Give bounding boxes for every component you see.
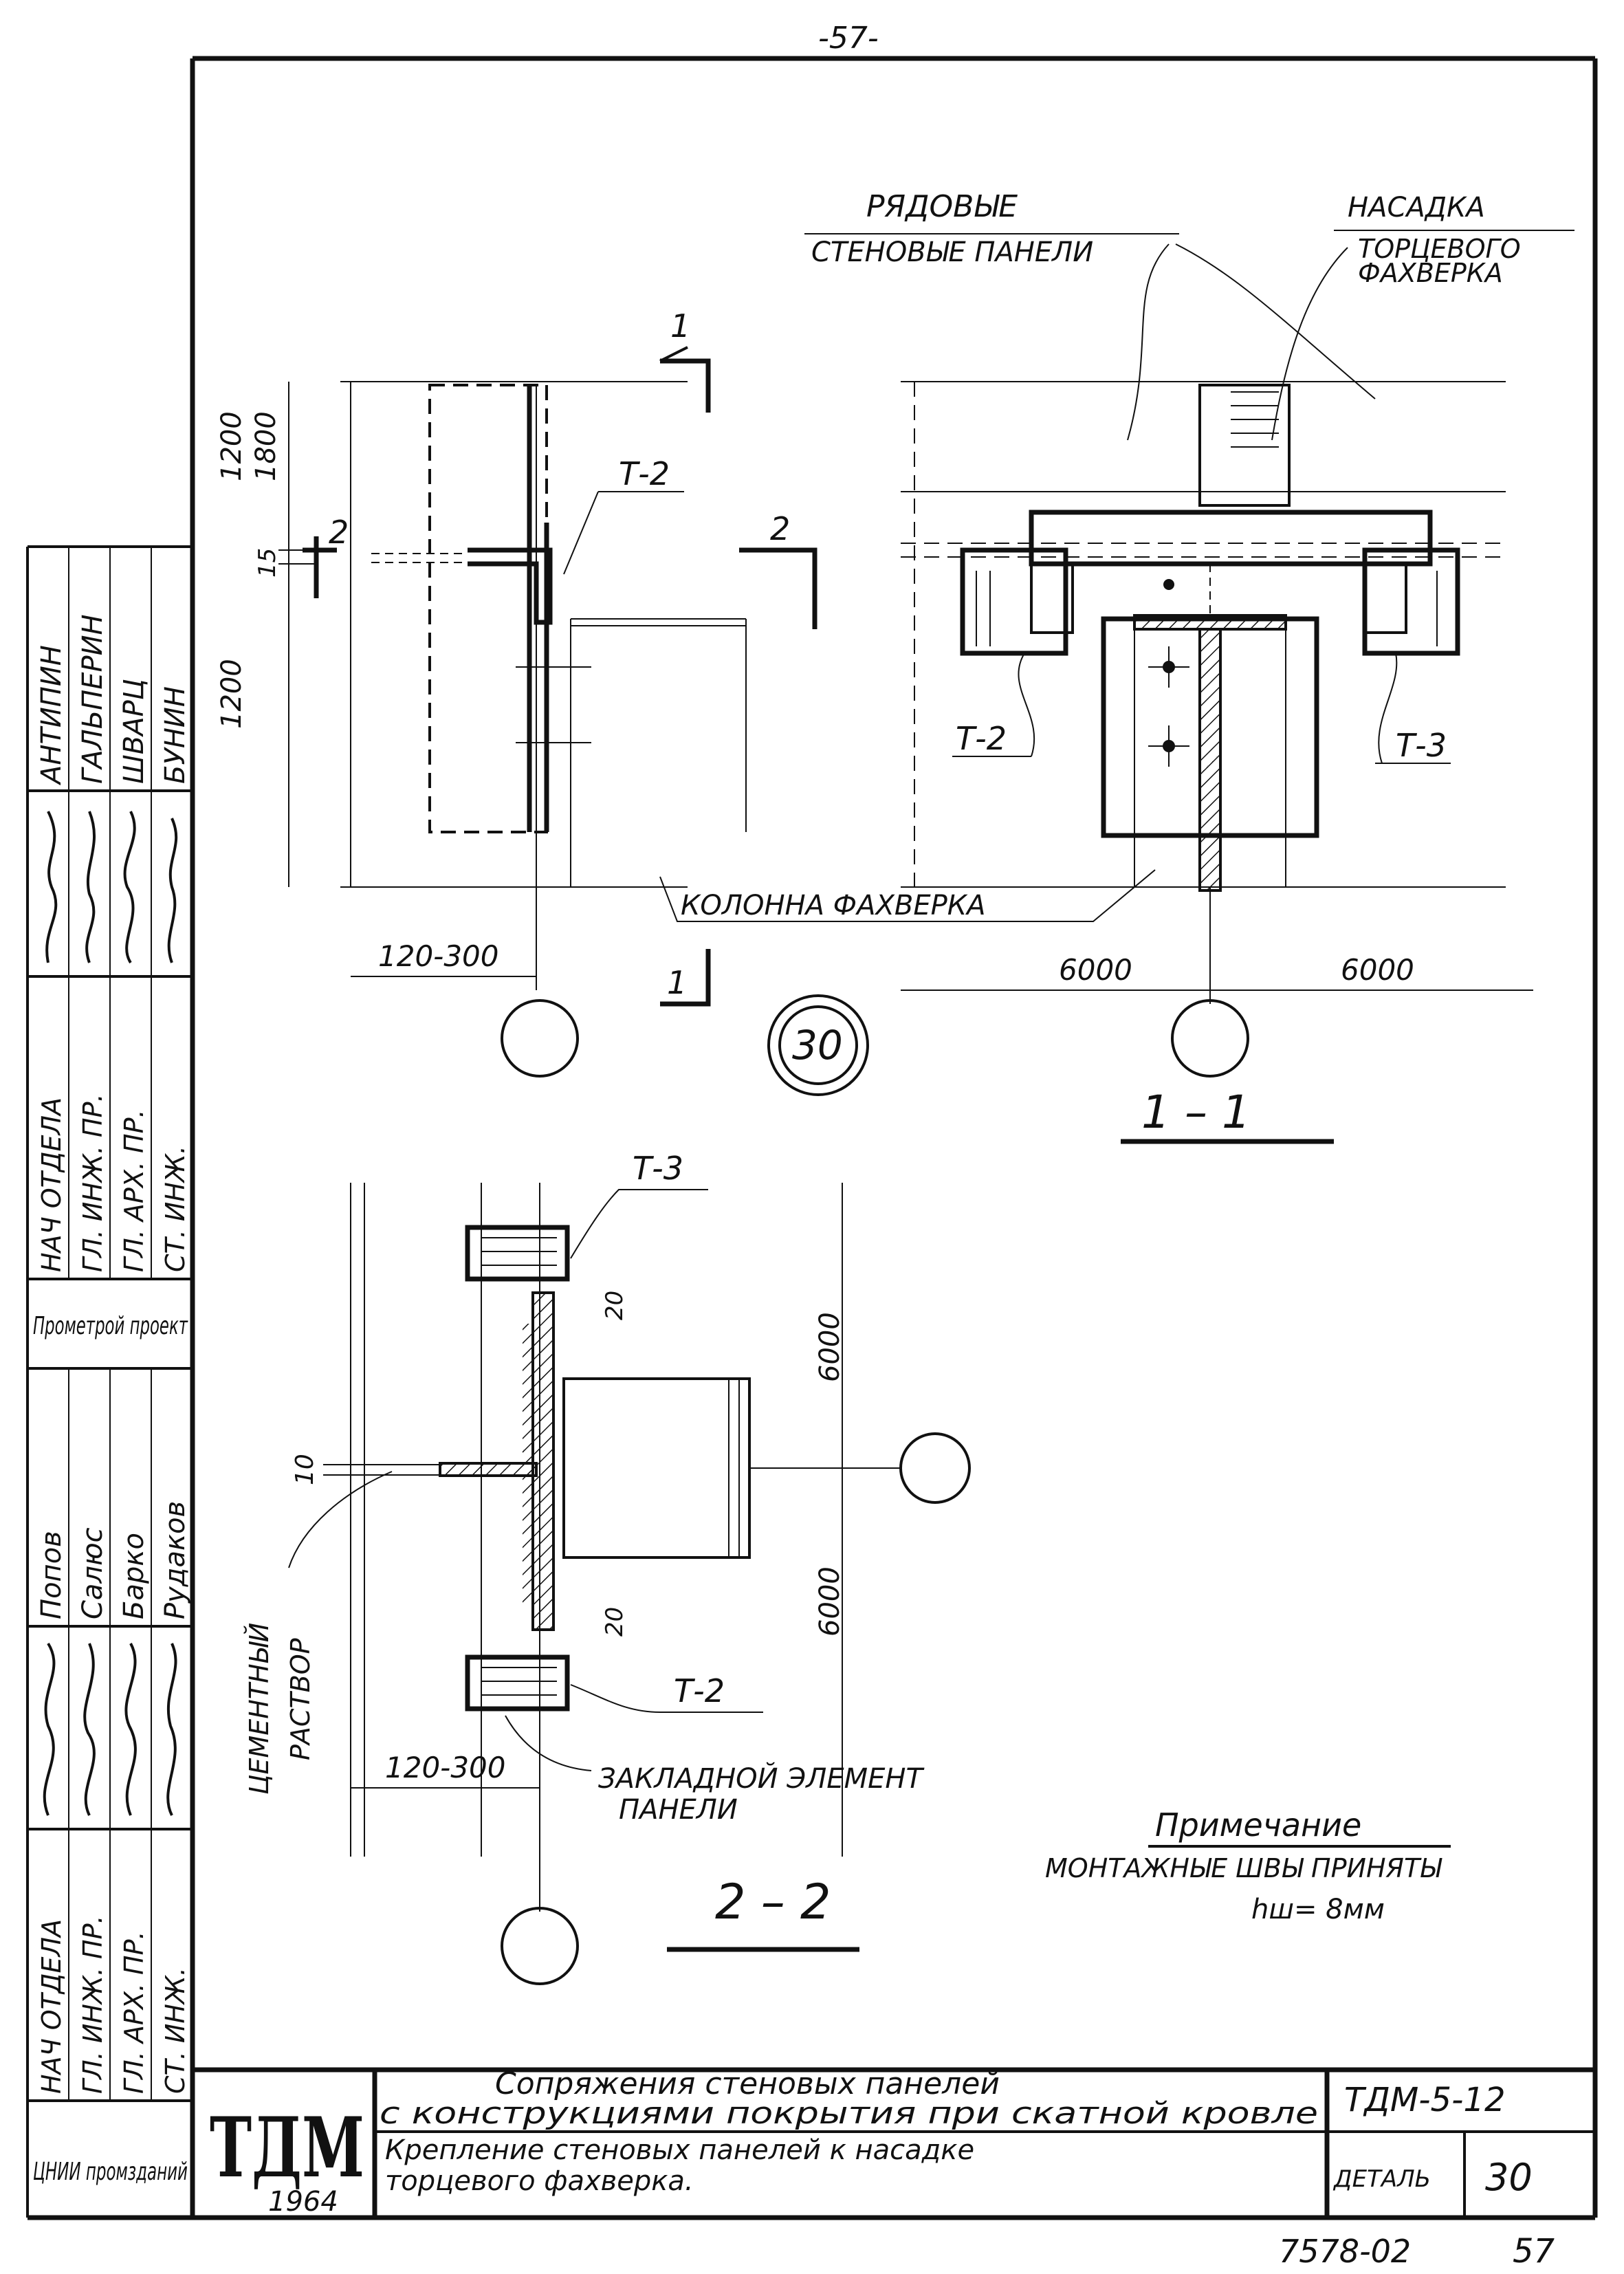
sidebar-bottom-role-2: ГЛ. ИНЖ. ПР. <box>78 1915 108 2094</box>
label-t2-top: Т-2 <box>619 455 670 492</box>
label-t3-plan: Т-3 <box>1396 727 1447 764</box>
sidebar-role-2: ГЛ. ИНЖ. ПР. <box>78 1093 108 1272</box>
dim-120-300-top: 120-300 <box>378 939 499 973</box>
dim-6000-left: 6000 <box>1059 953 1132 987</box>
sidebar-name-4: БУНИН <box>160 686 191 784</box>
drawing-code: ТДМ-5-12 <box>1344 2081 1506 2119</box>
sidebar-org-bottom: ЦНИИ промзданий <box>33 2158 188 2186</box>
sidebar-name-3: ШВАРЦ <box>118 679 150 784</box>
sidebar-bottom-name-3: Барко <box>118 1533 150 1619</box>
signature-bottom-1 <box>43 1642 56 1816</box>
dim-1200-top: 1200 <box>216 411 248 481</box>
axis-circle-plan <box>1171 999 1249 1078</box>
tdm-logo: ТДМ <box>210 2099 364 2196</box>
label-nasadka: НАСАДКА <box>1348 192 1485 223</box>
signature-top-4 <box>167 818 178 963</box>
signature-bottom-3 <box>124 1643 137 1816</box>
sidebar-bottom-role-3: ГЛ. АРХ. ПР. <box>119 1931 149 2094</box>
dim-1800: 1800 <box>250 411 282 481</box>
detail-label: ДЕТАЛЬ <box>1332 2165 1431 2193</box>
sidebar-role-4: СТ. ИНЖ. <box>160 1146 190 1272</box>
note-weld: hш= 8мм <box>1251 1894 1385 1925</box>
sidebar-role-1: НАЧ ОТДЕЛА <box>36 1097 67 1272</box>
axis-circle-section-bottom <box>501 1907 579 1985</box>
sidebar-name-2: ГАЛЬПЕРИН <box>77 614 109 784</box>
dim-6000-right: 6000 <box>1341 953 1414 987</box>
note-title: Примечание <box>1155 1806 1361 1844</box>
label-t2-plan: Т-2 <box>956 720 1007 757</box>
signature-bottom-2 <box>83 1643 96 1816</box>
sidebar-org-top: Прометрой проект <box>33 1312 188 1340</box>
sidebar-bottom-name-2: Салюс <box>77 1527 109 1619</box>
axis-circle-left <box>501 999 579 1078</box>
top-page-number: -57- <box>818 21 879 56</box>
title-line-1: Сопряжения стеновых панелей <box>495 2066 1000 2101</box>
dim-20-top: 20 <box>601 1291 628 1320</box>
dim-20-bottom: 20 <box>601 1607 628 1637</box>
label-t2-section: Т-2 <box>674 1672 725 1709</box>
title-block: ТДМ 1964 Сопряжения стеновых панелей с к… <box>193 2066 1595 2218</box>
label-cement-2: РАСТВОР <box>285 1638 316 1760</box>
dim-15: 15 <box>254 548 281 578</box>
subtitle-line-2: торцевого фахверка. <box>385 2165 694 2197</box>
label-ryadovye: РЯДОВЫЕ <box>866 189 1018 224</box>
subtitle-line-1: Крепление стеновых панелей к насадке <box>385 2134 974 2166</box>
detail-value: 30 <box>1485 2156 1533 2199</box>
title-year: 1964 <box>268 2186 338 2218</box>
label-t3-section: Т-3 <box>633 1150 683 1187</box>
note-block: Примечание МОНТАЖНЫЕ ШВЫ ПРИНЯТЫ hш= 8мм <box>1045 1806 1451 1925</box>
sheet-frame <box>28 56 1598 2220</box>
elevation-left: 1200 1800 15 1200 120-300 1 1 2 2 Т-2 <box>216 307 818 1078</box>
section-2-2: 6000 6000 10 20 20 120-300 Т-3 Т-2 ЦЕМЕН… <box>244 1150 971 1985</box>
dim-1200-bottom: 1200 <box>216 659 248 729</box>
section-title-2-2: 2 – 2 <box>715 1874 831 1930</box>
dim-120-300-bottom: 120-300 <box>385 1751 506 1784</box>
footer-inventory: 7578-02 <box>1279 2233 1411 2270</box>
note-text: МОНТАЖНЫЕ ШВЫ ПРИНЯТЫ <box>1045 1853 1442 1883</box>
detail-marker: 30 <box>767 994 869 1096</box>
label-stenovye-paneli: СТЕНОВЫЕ ПАНЕЛИ <box>811 237 1093 268</box>
cut-2-right: 2 <box>770 510 790 547</box>
dim-6000-sec-top: 6000 <box>814 1312 846 1382</box>
dim-10: 10 <box>291 1454 319 1485</box>
signature-top-2 <box>85 811 96 963</box>
footer-page: 57 <box>1513 2232 1555 2271</box>
sidebar-role-3: ГЛ. АРХ. ПР. <box>119 1109 149 1272</box>
sidebar-bottom-name-1: Попов <box>36 1531 67 1619</box>
axis-circle-section <box>899 1432 971 1504</box>
sidebar-bottom-name-4: Рудаков <box>160 1501 191 1619</box>
plan-1-1: 6000 6000 РЯДОВЫЕ СТЕНОВЫЕ ПАНЕЛИ НАСАДК… <box>659 189 1574 1144</box>
dim-6000-sec-bottom: 6000 <box>814 1566 846 1637</box>
sidebar-name-1: АНТИПИН <box>36 645 67 786</box>
label-zakladnoy-1: ЗАКЛАДНОЙ ЭЛЕМЕНТ <box>598 1762 925 1795</box>
label-cement-1: ЦЕМЕНТНЫЙ <box>244 1623 274 1795</box>
sidebar-bottom-role-4: СТ. ИНЖ. <box>160 1967 190 2094</box>
label-torcevogo: ТОРЦЕВОГО <box>1358 234 1521 264</box>
label-zakladnoy-2: ПАНЕЛИ <box>619 1794 738 1826</box>
sidebar-stamp: АНТИПИН ГАЛЬПЕРИН ШВАРЦ БУНИН НАЧ ОТДЕЛА… <box>26 545 193 2218</box>
cut-1-top: 1 <box>670 307 690 345</box>
section-title-1-1: 1 – 1 <box>1141 1086 1251 1139</box>
label-kolonna: КОЛОННА ФАХВЕРКА <box>681 890 985 921</box>
cut-1-bottom: 1 <box>667 964 687 1001</box>
cut-2-left: 2 <box>329 514 349 551</box>
label-fahverka: ФАХВЕРКА <box>1358 258 1503 288</box>
signature-top-1 <box>45 811 58 963</box>
signature-top-3 <box>123 811 136 964</box>
signature-bottom-4 <box>166 1643 177 1816</box>
title-line-2: с конструкциями покрытия при скатной кро… <box>380 2096 1318 2131</box>
sidebar-bottom-role-1: НАЧ ОТДЕЛА <box>36 1919 67 2094</box>
detail-number-circle: 30 <box>792 1022 843 1069</box>
